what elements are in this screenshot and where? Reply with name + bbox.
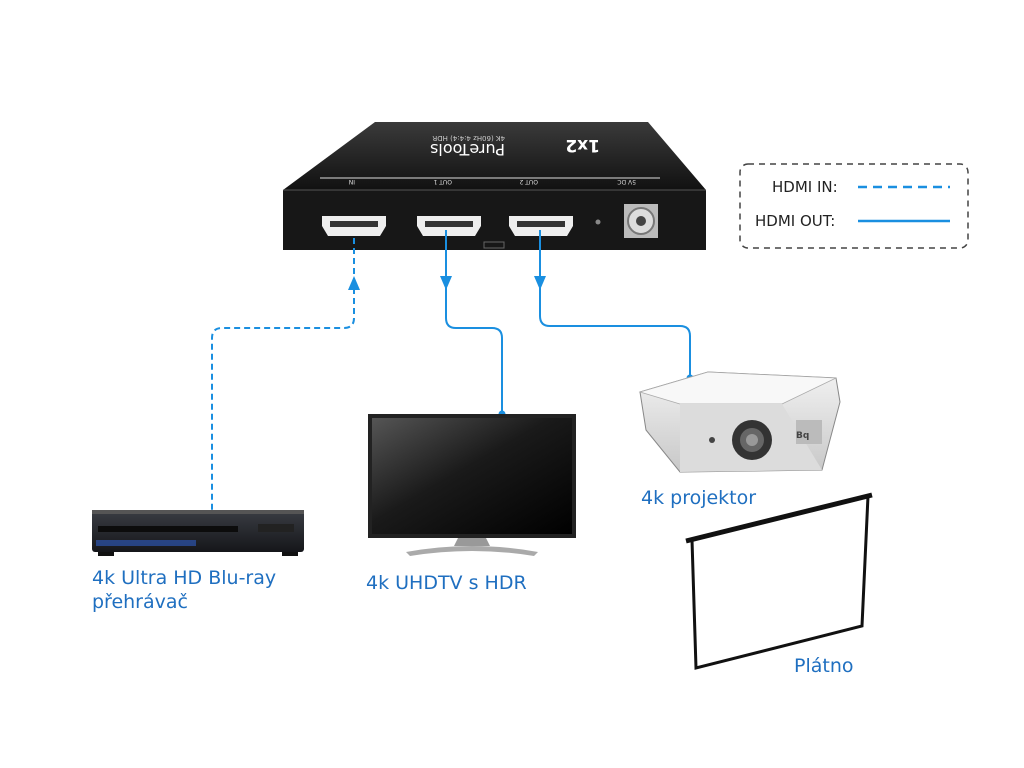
screen-label: Plátno	[794, 655, 854, 677]
splitter-spec: 4K (60Hz 4:4:4) HDR	[432, 134, 505, 142]
projector-label: 4k projektor	[641, 487, 757, 509]
port-dc-label: 5V DC	[617, 178, 636, 185]
projection-screen-icon	[685, 492, 873, 670]
hdmi-out2-arrow-icon	[534, 276, 546, 290]
bluray-label-line2: přehrávač	[92, 591, 188, 613]
splitter-top	[283, 122, 706, 190]
bluray-player-icon	[92, 510, 304, 556]
legend-hdmi-out-label: HDMI OUT:	[755, 212, 836, 230]
tv-label: 4k UHDTV s HDR	[366, 572, 527, 594]
splitter-model: 1x2	[565, 135, 600, 155]
legend-hdmi-in-label: HDMI IN:	[772, 178, 838, 196]
hdmi-out2-port	[509, 216, 573, 236]
hdmi-out1-port	[417, 216, 481, 236]
splitter-brand: PureTools	[430, 140, 505, 159]
hdmi-in-arrow-icon	[348, 276, 360, 290]
projector-icon: Bq	[638, 371, 841, 473]
port-out1-label: OUT 1	[433, 178, 452, 185]
uhd-tv-icon	[368, 414, 576, 556]
svg-text:Bq: Bq	[796, 431, 809, 441]
hdmi-out2-cable	[539, 230, 691, 378]
port-in-label: IN	[349, 178, 355, 185]
hdmi-out1-arrow-icon	[440, 276, 452, 290]
dc-power-jack-icon	[624, 204, 658, 238]
bluray-label-line1: 4k Ultra HD Blu-ray	[92, 567, 277, 589]
hdmi-in-port	[322, 216, 386, 236]
legend-box	[739, 163, 969, 249]
hdmi-out1-cable	[445, 230, 503, 414]
hdmi-in-cable	[211, 238, 355, 515]
port-out2-label: OUT 2	[519, 178, 538, 185]
led-icon	[595, 219, 601, 225]
hdmi-splitter: 1x2 PureTools 4K (60Hz 4:4:4) HDR IN OUT…	[283, 122, 706, 250]
